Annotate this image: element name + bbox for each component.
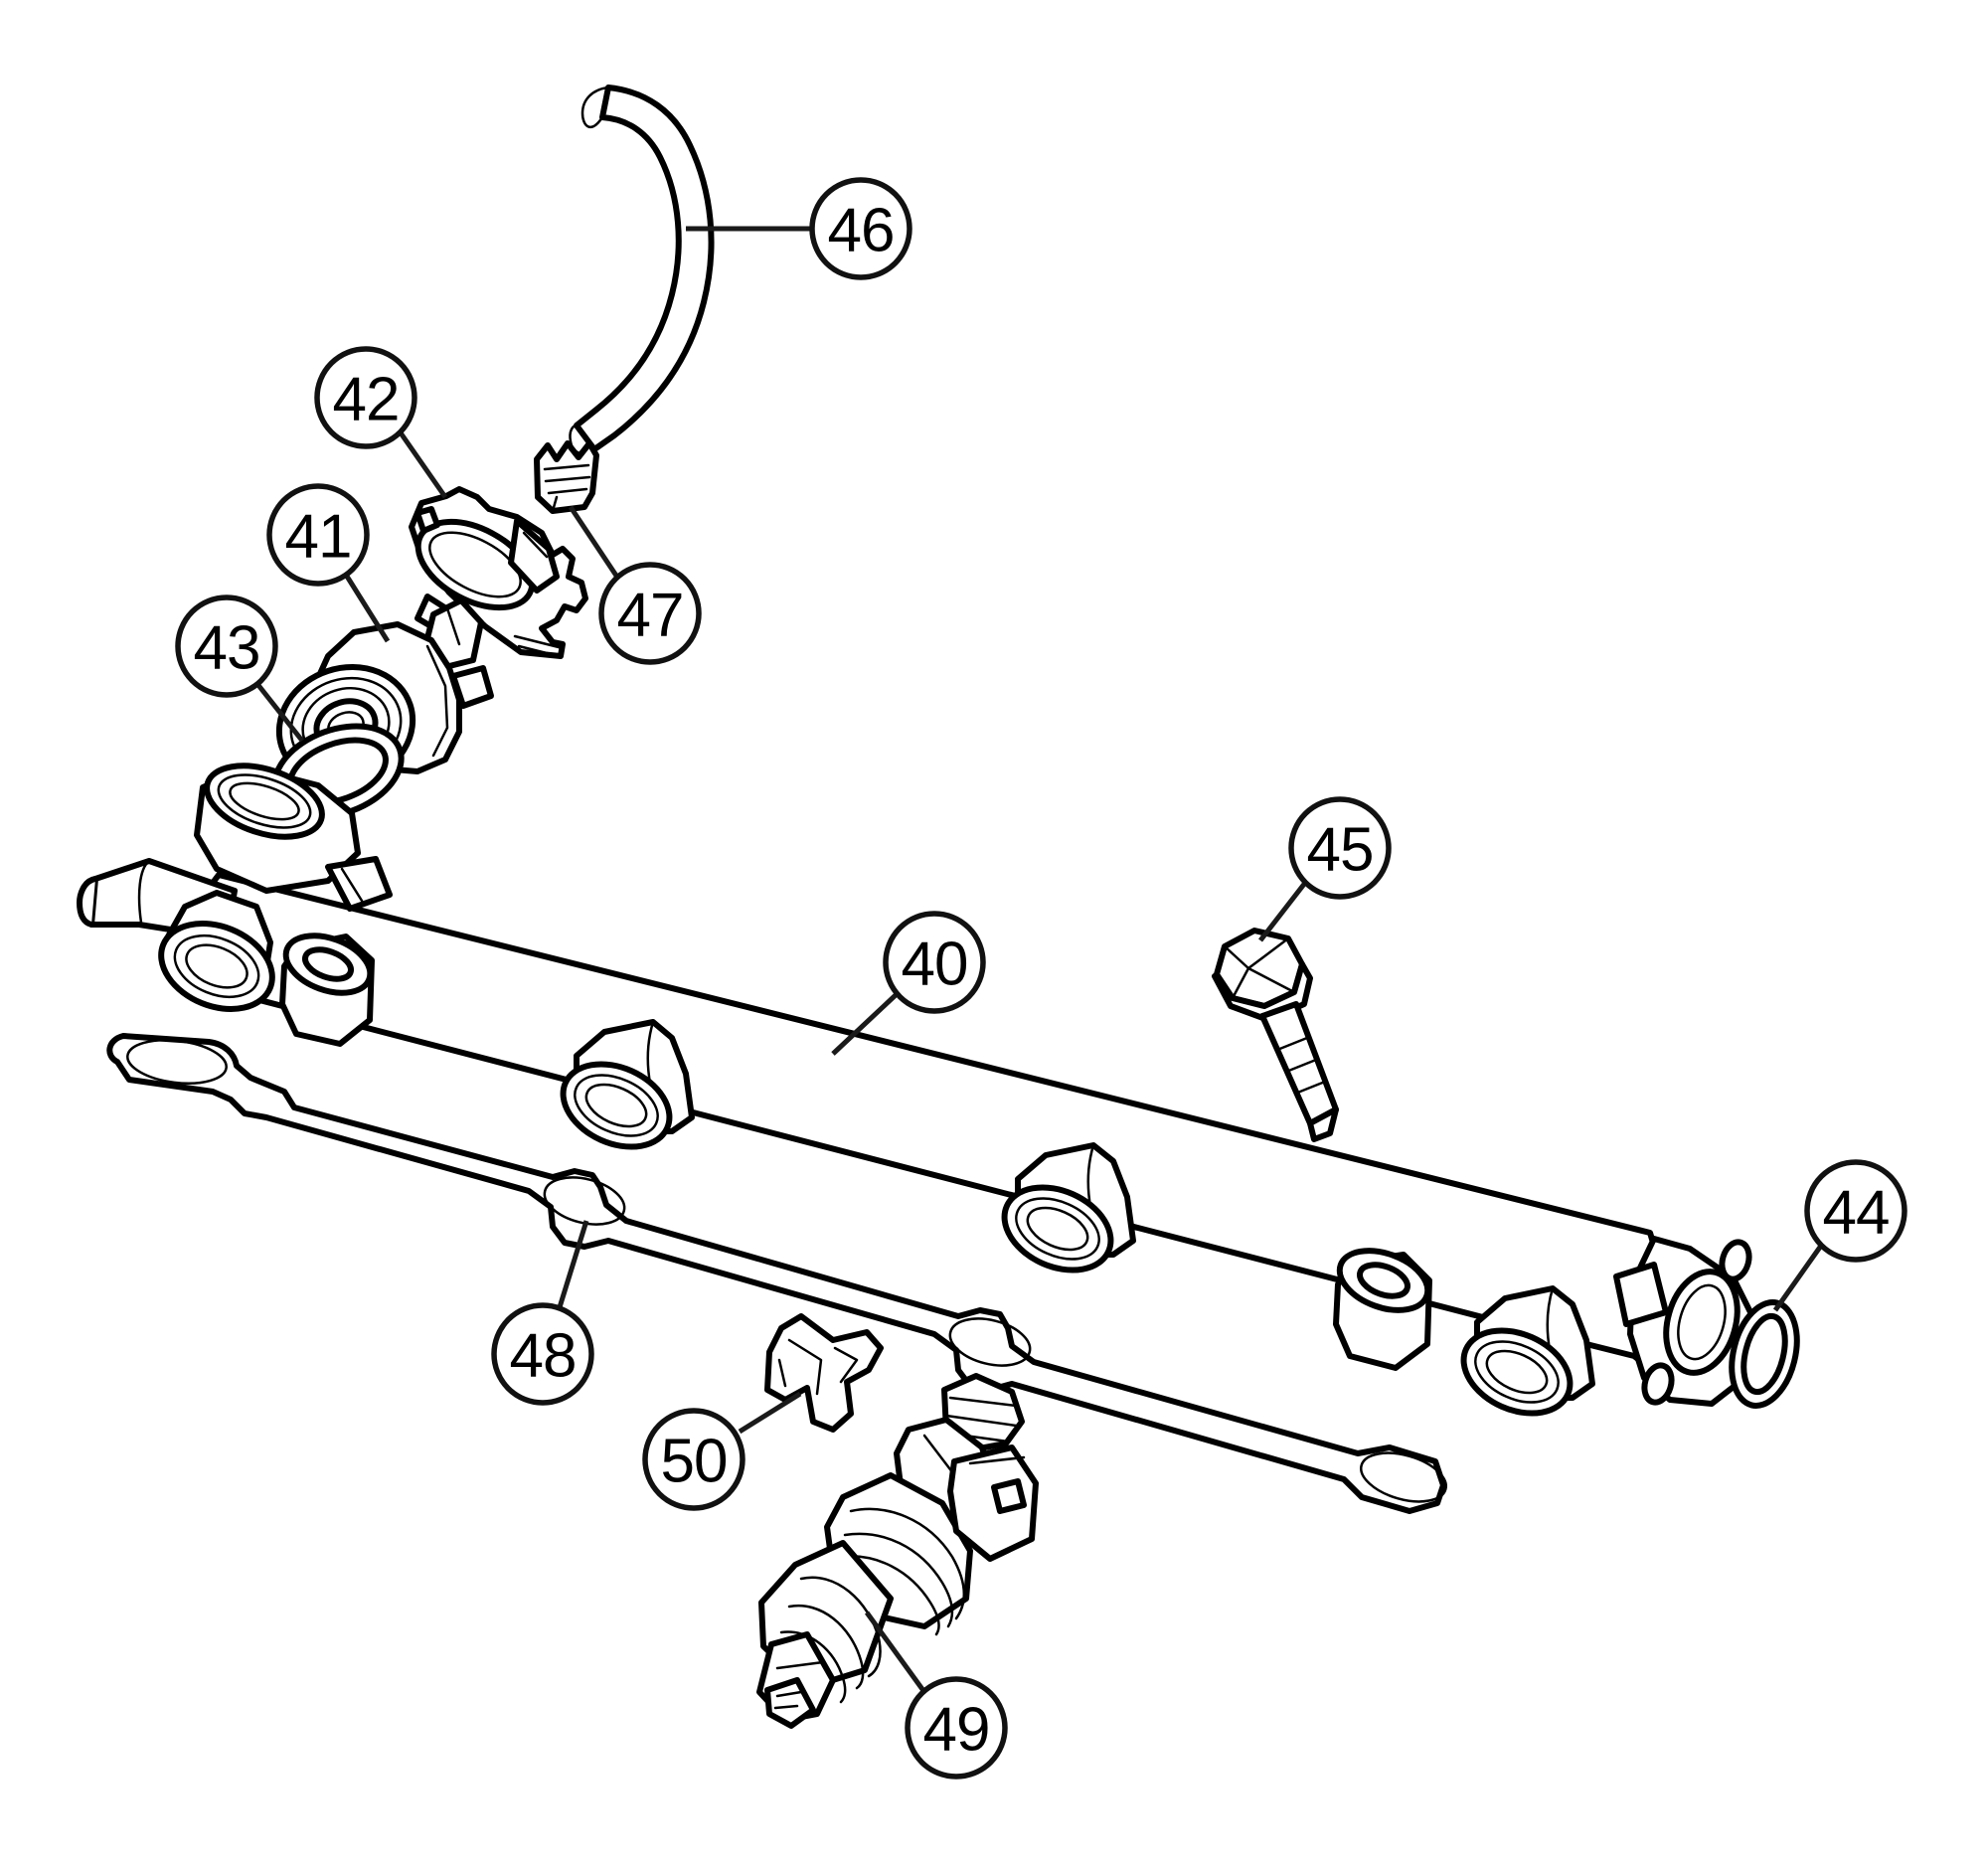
callout-label-43: 43 [194, 614, 260, 683]
callout-label-41: 41 [285, 503, 352, 572]
callout-circle-48[interactable] [491, 1302, 594, 1406]
callout-label-46: 46 [828, 197, 895, 265]
callout-49[interactable]: 49 [905, 1676, 1008, 1780]
leader-48 [557, 1220, 589, 1308]
callout-label-50: 50 [661, 1428, 728, 1496]
callout-label-49: 49 [923, 1696, 990, 1765]
callout-40[interactable]: 40 [883, 911, 986, 1014]
part-fuel-injector [756, 1373, 1039, 1729]
callout-44[interactable]: 44 [1804, 1159, 1907, 1263]
callout-circle-40[interactable] [883, 911, 986, 1014]
callout-label-42: 42 [333, 366, 400, 434]
leader-49 [864, 1611, 927, 1694]
callout-50[interactable]: 50 [642, 1408, 746, 1511]
part-o-ring-rail-end [1729, 1299, 1800, 1409]
leader-41 [343, 573, 391, 643]
part-hose-clip [534, 440, 599, 514]
part-vacuum-hose [569, 85, 715, 455]
leader-43 [255, 682, 304, 743]
callout-43[interactable]: 43 [175, 594, 278, 698]
callout-circle-47[interactable] [598, 562, 702, 665]
leader-lines [255, 226, 1824, 1694]
callout-circle-49[interactable] [905, 1676, 1008, 1780]
leader-50 [738, 1391, 802, 1435]
part-injector-retainer-clip [764, 1313, 884, 1433]
callout-label-45: 45 [1307, 816, 1374, 885]
callout-circle-43[interactable] [175, 594, 278, 698]
callout-41[interactable]: 41 [266, 483, 370, 587]
callout-circle-50[interactable] [642, 1408, 746, 1511]
callout-47[interactable]: 47 [598, 562, 702, 665]
callout-label-48: 48 [510, 1322, 577, 1391]
leader-40 [831, 992, 899, 1056]
callout-circle-46[interactable] [809, 177, 912, 280]
callout-46[interactable]: 46 [809, 177, 912, 280]
callout-label-47: 47 [617, 582, 684, 650]
callout-circle-45[interactable] [1288, 796, 1392, 900]
callout-label-40: 40 [902, 931, 968, 999]
part-rail-gasket [106, 1033, 1447, 1514]
callout-circle-41[interactable] [266, 483, 370, 587]
leader-45 [1258, 881, 1307, 942]
part-mounting-bolt [1212, 928, 1339, 1142]
callout-label-44: 44 [1823, 1179, 1890, 1248]
leader-47 [568, 505, 621, 581]
callout-circle-44[interactable] [1804, 1159, 1907, 1263]
callout-48[interactable]: 48 [491, 1302, 594, 1406]
leader-44 [1772, 1244, 1824, 1312]
part-fuel-rail [77, 763, 1758, 1417]
callout-45[interactable]: 45 [1288, 796, 1392, 900]
callout-circle-42[interactable] [314, 346, 417, 449]
leader-42 [397, 429, 448, 499]
callout-42[interactable]: 42 [314, 346, 417, 449]
